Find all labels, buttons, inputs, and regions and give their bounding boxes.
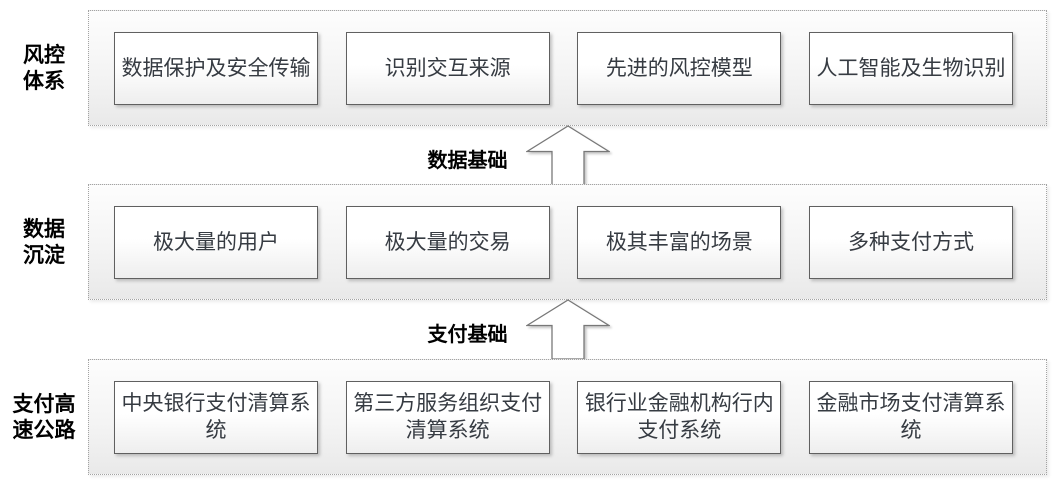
capability-box: 极大量的交易: [345, 205, 550, 279]
up-arrow-icon: [525, 299, 610, 360]
layer-label-line: 风控: [23, 42, 65, 67]
capability-box: 多种支付方式: [808, 205, 1013, 279]
layer-label-risk-control-system: 风控 体系: [0, 10, 88, 126]
capability-box: 第三方服务组织支付清算系统: [345, 380, 550, 454]
layer-label-line: 沉淀: [23, 243, 65, 267]
capability-box: 极大量的用户: [114, 205, 318, 279]
connector-label: 支付基础: [427, 323, 508, 346]
layer-label-line: 支付高: [12, 391, 76, 416]
capability-box: 极其丰富的场景: [577, 205, 782, 279]
capability-box: 金融市场支付清算系统: [808, 380, 1013, 454]
layer-label-line: 体系: [23, 69, 65, 93]
capability-box: 先进的风控模型: [577, 31, 782, 105]
band-data-accumulation: 极大量的用户 极大量的交易 极其丰富的场景 多种支付方式: [88, 184, 1047, 300]
capability-box: 人工智能及生物识别: [808, 31, 1013, 105]
layer-label-data-accumulation: 数据 沉淀: [0, 184, 88, 300]
layer-label-payment-highway: 支付高 速公路: [0, 359, 88, 475]
capability-box: 中央银行支付清算系统: [114, 380, 318, 454]
layer-label-line: 数据: [23, 216, 65, 241]
connector-label: 数据基础: [427, 149, 508, 172]
connector-data-foundation: 数据基础: [88, 125, 1047, 186]
capability-box: 银行业金融机构行内支付系统: [577, 380, 782, 454]
capability-box: 识别交互来源: [345, 31, 550, 105]
connector-payment-foundation: 支付基础: [88, 299, 1047, 360]
up-arrow-icon: [525, 125, 610, 186]
band-payment-highway: 中央银行支付清算系统 第三方服务组织支付清算系统 银行业金融机构行内支付系统 金…: [88, 359, 1047, 475]
band-risk-control-system: 数据保护及安全传输 识别交互来源 先进的风控模型 人工智能及生物识别: [88, 10, 1047, 126]
capability-box: 数据保护及安全传输: [114, 31, 318, 105]
layer-label-line: 速公路: [12, 418, 76, 442]
